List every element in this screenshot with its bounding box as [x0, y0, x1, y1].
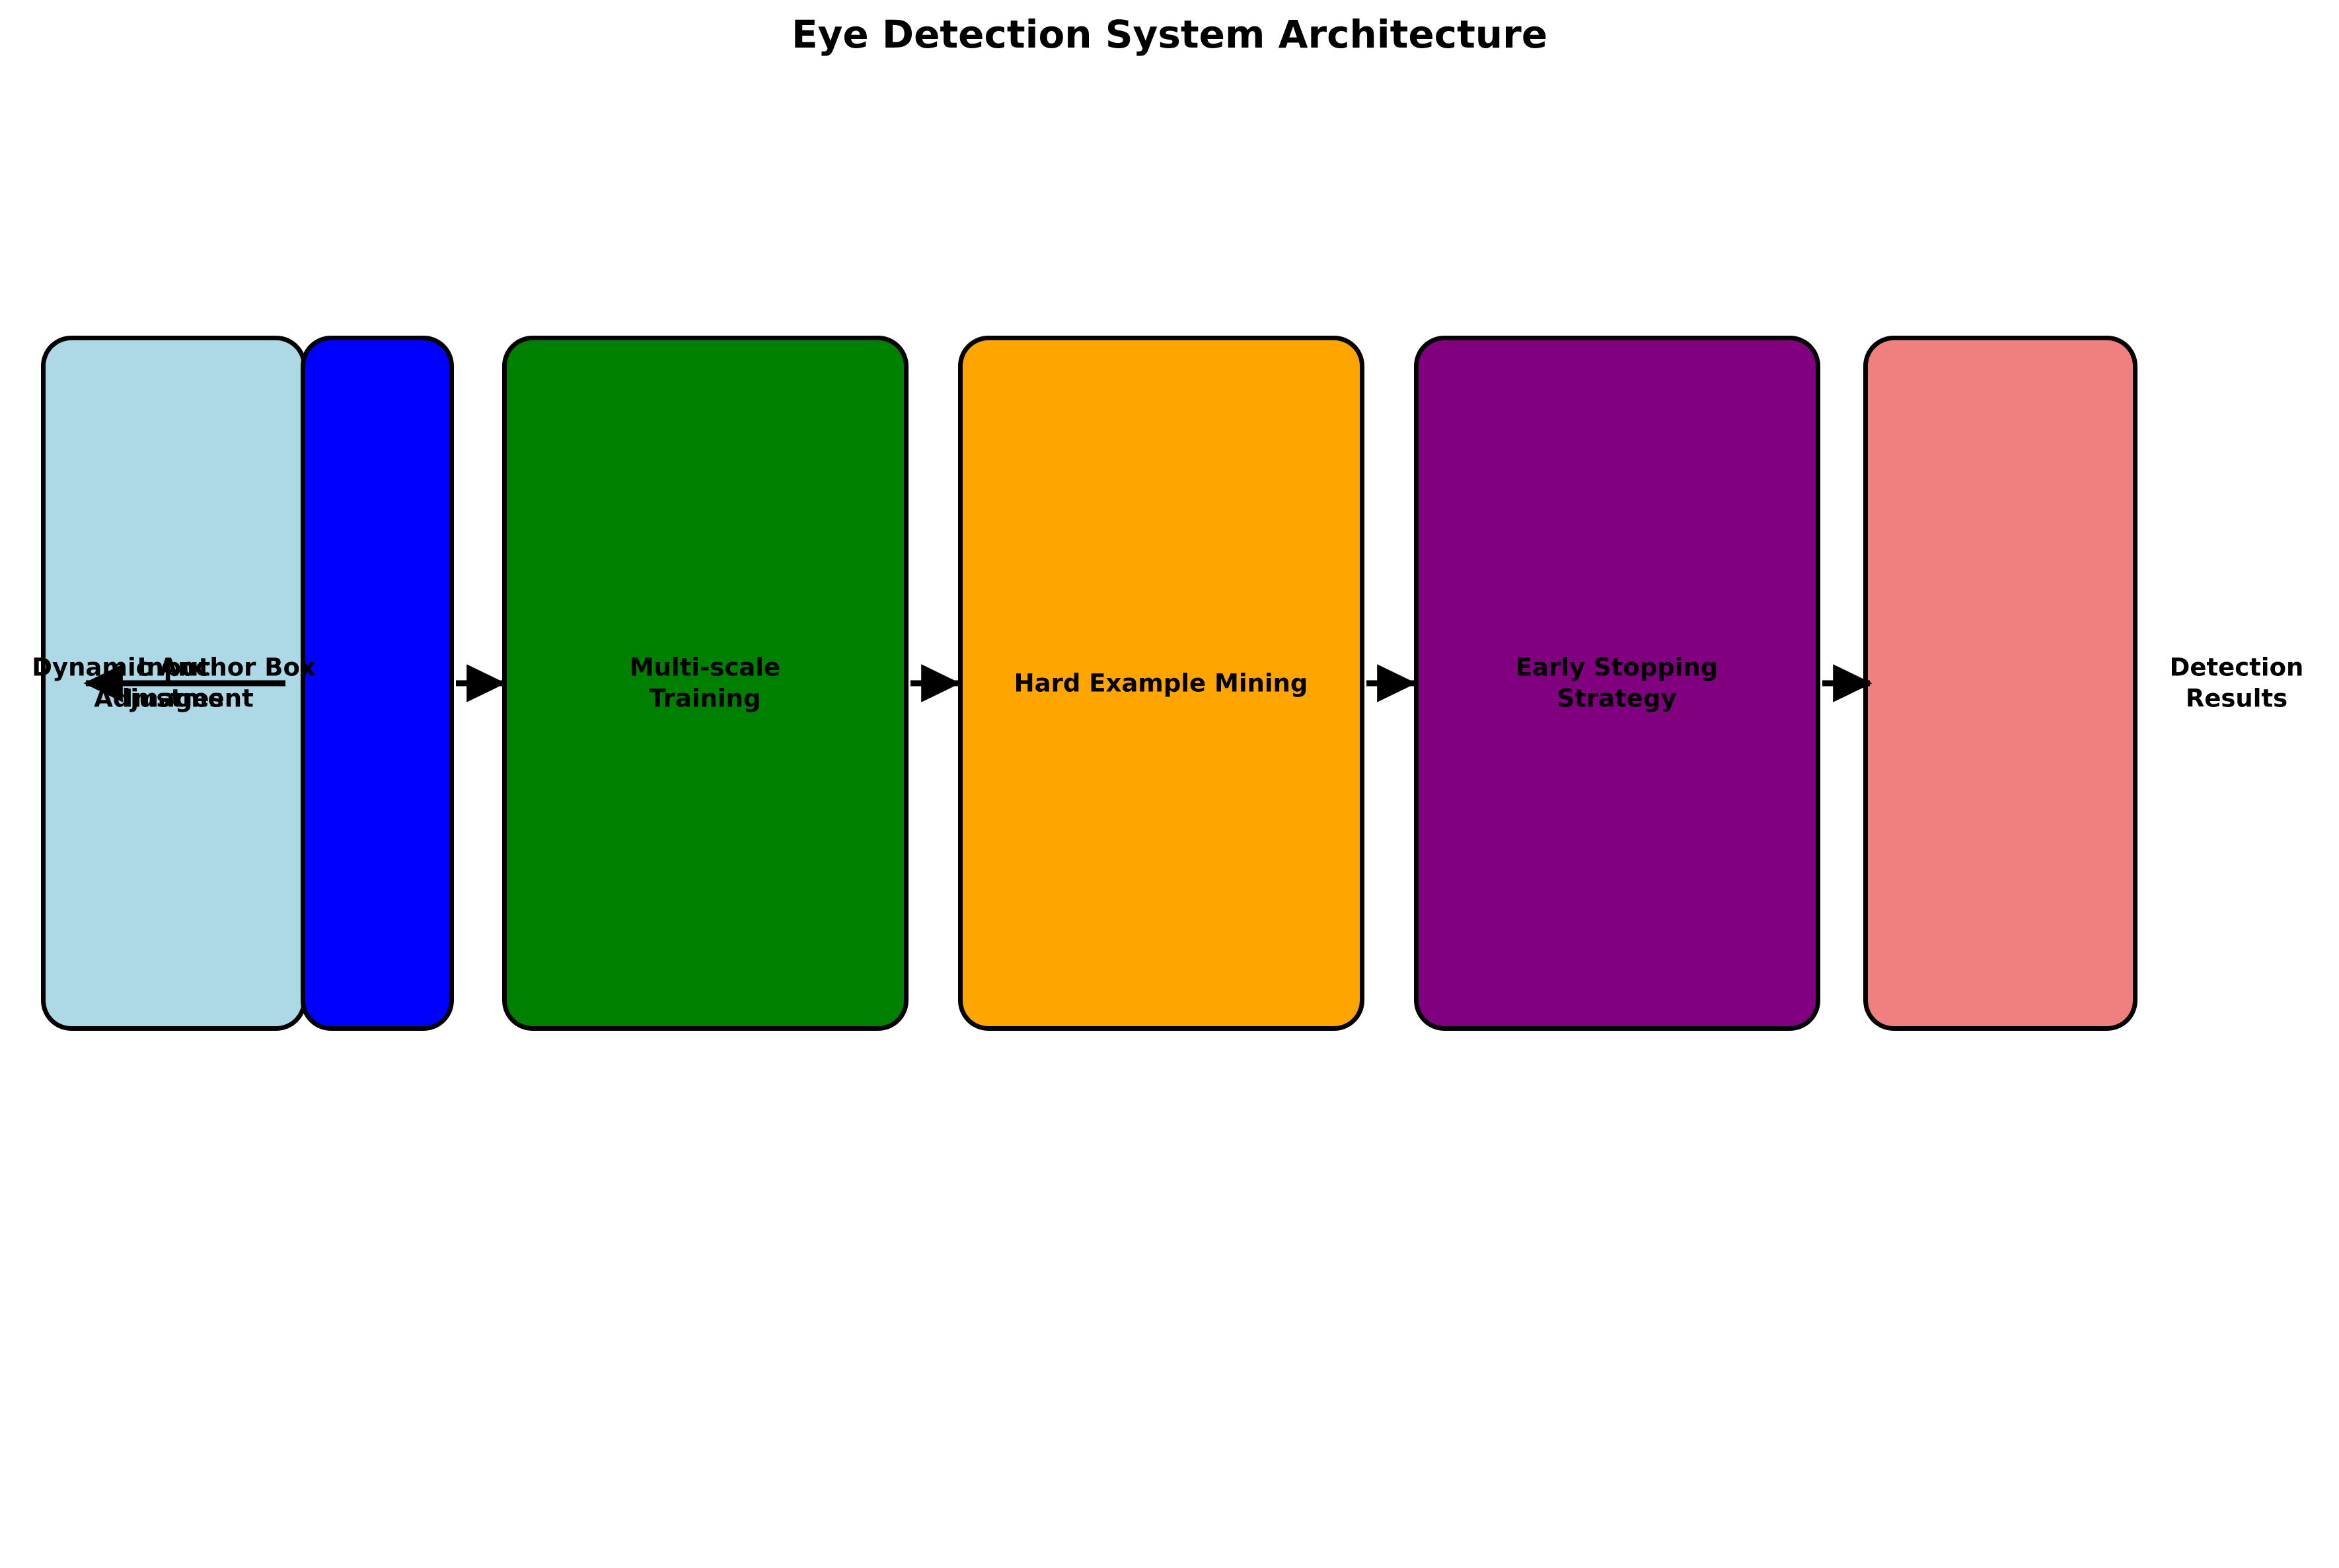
- stage-label-line2: Images: [124, 685, 224, 713]
- stage-label-line2: Results: [2185, 685, 2288, 713]
- stage-label-line1: Detection: [2169, 653, 2304, 682]
- stage-label-line1: Dynamic Anchor Box: [32, 653, 316, 682]
- stage-label-early-stopping-strategy: Early Stopping Strategy: [1516, 652, 1718, 715]
- stage-label-multi-scale-training: Multi-scale Training: [630, 652, 780, 715]
- stage-label-line1: Multi-scale: [629, 653, 781, 682]
- stage-label-input-images: Input Images: [124, 652, 224, 715]
- stage-label-line2: Strategy: [1557, 685, 1677, 713]
- stage-box-multi-scale-training[interactable]: [502, 336, 909, 1031]
- stage-box-detection-results[interactable]: [1863, 336, 2137, 1031]
- stage-label-hard-example-mining: Hard Example Mining: [1014, 667, 1308, 698]
- stage-label-line1: Hard Example Mining: [1014, 669, 1308, 698]
- stage-box-dynamic-anchor-box-adjustment[interactable]: [301, 336, 454, 1031]
- stage-label-dynamic-anchor-box-adjustment: Dynamic Anchor Box Adjustment: [32, 652, 315, 715]
- stage-label-line2: Training: [649, 685, 761, 713]
- stage-label-line1: Early Stopping: [1515, 653, 1719, 682]
- stage-label-line2: Adjustment: [94, 685, 254, 713]
- stage-box-early-stopping-strategy[interactable]: [1414, 336, 1820, 1031]
- stage-label-detection-results: Detection Results: [2170, 652, 2304, 715]
- stage-label-line1: Input: [137, 653, 211, 682]
- page-title: Eye Detection System Architecture: [791, 12, 1548, 57]
